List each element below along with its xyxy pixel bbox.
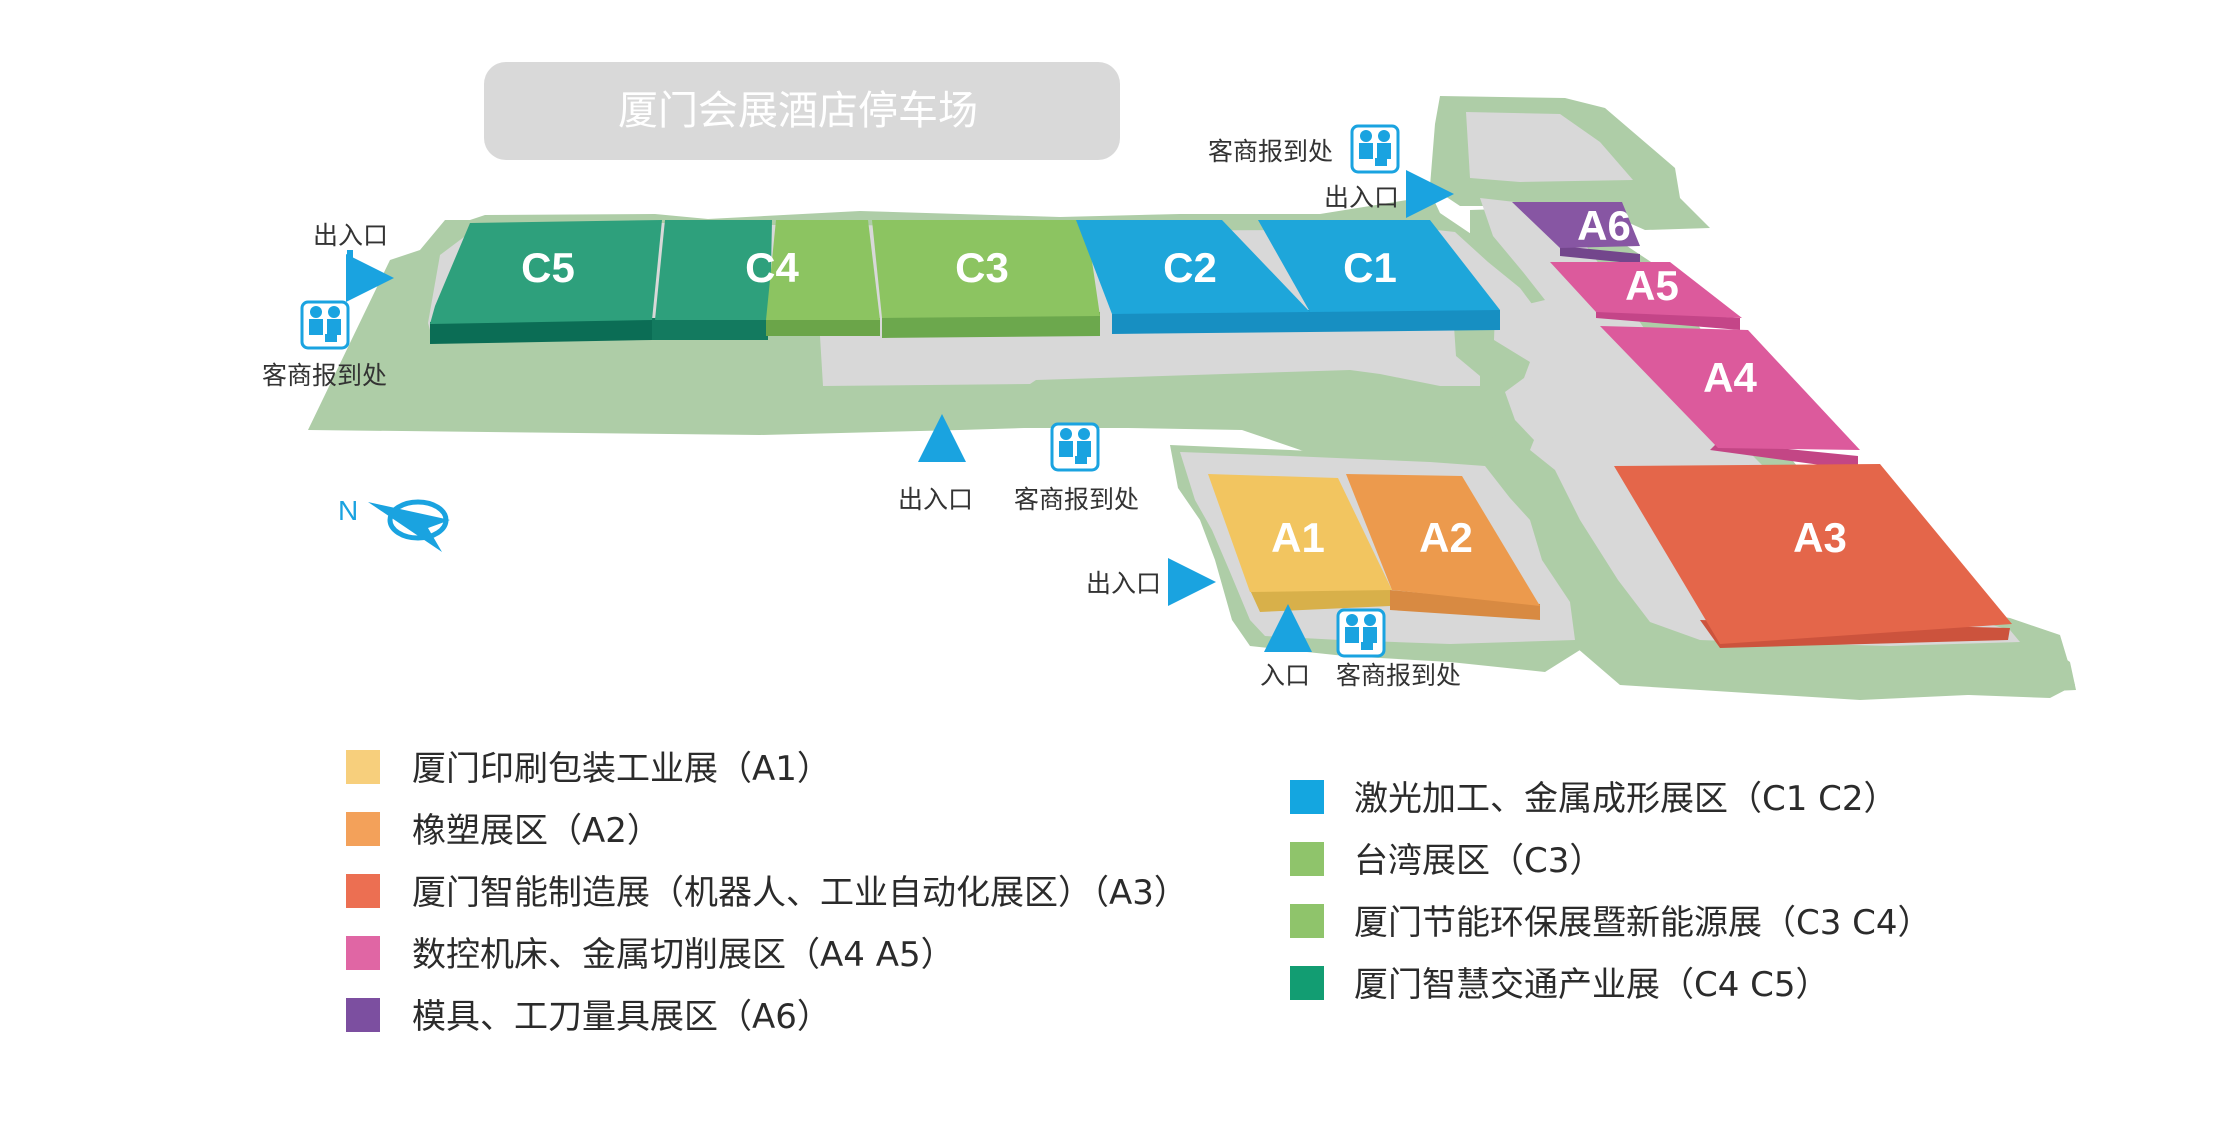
legend-text-a4-a5: 数控机床、金属切削展区（A4 A5） [412,935,955,975]
entry-exit-middle-label: 出入口 [898,485,973,514]
legend-item-a6: 模具、工刀量具展区（A6） [346,997,831,1037]
legend-item-c4-c5: 厦门智慧交通产业展（C4 C5） [1290,965,1830,1005]
hall-c1[interactable]: C1 [1258,220,1500,312]
registration-top[interactable]: 客商报到处 [1208,124,1400,174]
registration-left[interactable]: 客商报到处 [262,300,387,390]
legend-item-a3: 厦门智能制造展（机器人、工业自动化展区）（A3） [346,873,1188,913]
legend-text-a6: 模具、工刀量具展区（A6） [412,997,831,1037]
legend-text-c3: 台湾展区（C3） [1354,841,1603,881]
registration-middle-label: 客商报到处 [1014,485,1139,514]
legend-text-a1: 厦门印刷包装工业展（A1） [412,749,831,789]
hall-a1-label: A1 [1271,514,1325,561]
hall-a6-label: A6 [1577,202,1631,249]
legend-swatch-c3 [1290,842,1324,876]
entry-exit-left-arrow-icon [346,250,394,302]
legend: 厦门印刷包装工业展（A1） 橡塑展区（A2） 厦门智能制造展（机器人、工业自动化… [346,749,1932,1037]
entry-exit-left[interactable]: 出入口 [313,221,394,302]
legend-swatch-c1-c2 [1290,780,1324,814]
hall-a2-label: A2 [1419,514,1473,561]
hall-c2-label: C2 [1163,244,1217,291]
legend-text-c1-c2: 激光加工、金属成形展区（C1 C2） [1354,779,1898,819]
legend-item-a1: 厦门印刷包装工业展（A1） [346,749,831,789]
legend-swatch-a2 [346,812,380,846]
entry-exit-left-label: 出入口 [313,221,388,250]
hall-c5[interactable]: C5 [430,220,662,324]
entry-exit-lower[interactable]: 出入口 [1086,558,1216,606]
entry-exit-lower-label: 出入口 [1086,569,1161,598]
entry-exit-middle[interactable]: 出入口 [898,414,973,514]
hall-a5-label: A5 [1625,262,1679,309]
compass-ring-icon [387,499,449,541]
hall-a3-label: A3 [1793,514,1847,561]
hall-c2[interactable]: C2 [1076,220,1310,314]
legend-swatch-c4-c5 [1290,966,1324,1000]
entry-exit-top-label: 出入口 [1324,183,1399,212]
hall-c1-label: C1 [1343,244,1397,291]
legend-text-c4-c5: 厦门智慧交通产业展（C4 C5） [1354,965,1830,1005]
registration-left-label: 客商报到处 [262,361,387,390]
compass-arrow-icon [368,502,450,552]
legend-right: 激光加工、金属成形展区（C1 C2） 台湾展区（C3） 厦门节能环保展暨新能源展… [1290,779,1932,1005]
hall-c4[interactable]: C4 [655,220,880,320]
hall-a2[interactable]: A2 [1346,474,1540,606]
compass-north-label: N [338,495,358,526]
hall-c3-label: C3 [955,244,1009,291]
legend-text-c3-c4: 厦门节能环保展暨新能源展（C3 C4） [1354,903,1932,943]
parking-label: 厦门会展酒店停车场 [618,88,978,134]
legend-item-a2: 橡塑展区（A2） [346,811,661,851]
compass: N [338,495,450,552]
hall-c5-label: C5 [521,244,575,291]
legend-swatch-a6 [346,998,380,1032]
registration-middle[interactable]: 客商报到处 [1014,422,1139,514]
entrance-lower-label: 入口 [1260,661,1310,690]
hall-a1[interactable]: A1 [1208,474,1392,592]
legend-item-c3: 台湾展区（C3） [1290,841,1603,881]
legend-swatch-a1 [346,750,380,784]
hall-a3[interactable]: A3 [1614,464,2012,644]
legend-item-a4-a5: 数控机床、金属切削展区（A4 A5） [346,935,955,975]
registration-lower-label: 客商报到处 [1336,661,1461,690]
legend-left: 厦门印刷包装工业展（A1） 橡塑展区（A2） 厦门智能制造展（机器人、工业自动化… [346,749,1188,1037]
legend-text-a3: 厦门智能制造展（机器人、工业自动化展区）（A3） [412,873,1188,913]
registration-top-label: 客商报到处 [1208,137,1333,166]
halls-layer: C5 C4 C3 C2 C1 A1 A2 A3 [430,202,2012,644]
entry-exit-top[interactable]: 出入口 [1324,170,1454,218]
legend-swatch-a3 [346,874,380,908]
legend-swatch-c3-c4 [1290,904,1324,938]
hall-a5[interactable]: A5 [1550,262,1742,318]
legend-item-c3-c4: 厦门节能环保展暨新能源展（C3 C4） [1290,903,1932,943]
hall-a6[interactable]: A6 [1512,202,1640,249]
legend-item-c1-c2: 激光加工、金属成形展区（C1 C2） [1290,779,1898,819]
hall-a4-label: A4 [1703,354,1757,401]
hall-c3[interactable]: C3 [872,220,1100,318]
hall-a4[interactable]: A4 [1600,326,1860,450]
legend-text-a2: 橡塑展区（A2） [412,811,661,851]
entrance-lower[interactable]: 入口 [1260,604,1312,690]
legend-swatch-a4-a5 [346,936,380,970]
hall-c4-label: C4 [745,244,799,291]
parking-banner: 厦门会展酒店停车场 [484,62,1120,160]
registration-lower[interactable]: 客商报到处 [1336,608,1461,690]
